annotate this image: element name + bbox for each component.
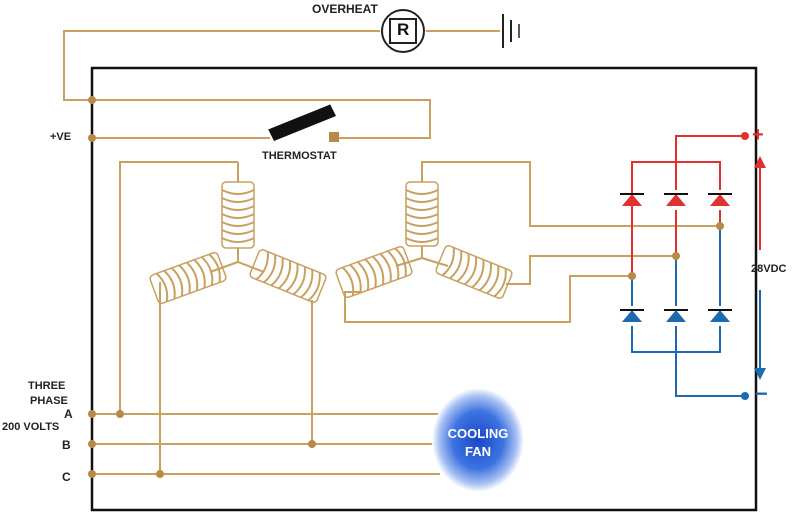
negative-bus	[631, 226, 745, 397]
negative-terminal-node	[741, 392, 749, 400]
diode-icon	[708, 193, 732, 206]
left-stator-winding	[119, 161, 313, 474]
node	[628, 272, 636, 280]
phase-a-label: A	[64, 407, 73, 421]
voltage-arrow-up	[754, 156, 766, 250]
housing-frame	[90, 66, 758, 512]
relay-circle-icon	[381, 9, 425, 53]
node	[88, 134, 96, 142]
overheat-circuit	[63, 30, 500, 139]
phase-b-label: B	[62, 438, 71, 452]
node	[156, 470, 164, 478]
diode-icon	[664, 309, 688, 322]
diode-icon	[664, 193, 688, 206]
diode-icon	[620, 309, 644, 322]
coil-winding-icon	[221, 181, 255, 249]
thermostat-icon	[267, 103, 339, 142]
cooling-fan-label-line2: FAN	[465, 444, 491, 459]
node	[308, 440, 316, 448]
minus-sign: −	[755, 381, 768, 406]
coil-winding-icon	[149, 251, 227, 305]
node	[88, 440, 96, 448]
node	[88, 470, 96, 478]
voltage-arrow-down	[754, 290, 766, 380]
cooling-fan-icon	[432, 388, 524, 492]
positive-terminal-node	[741, 132, 749, 140]
diode-icon	[708, 309, 732, 322]
three-phase-label-line2: PHASE	[30, 395, 68, 407]
thermostat-label: THERMOSTAT	[262, 150, 337, 162]
three-phase-label-line1: THREE	[28, 380, 66, 392]
coil-winding-icon	[435, 245, 513, 299]
node	[88, 96, 96, 104]
coil-winding-icon	[405, 181, 439, 247]
positive-terminal-label: +VE	[50, 131, 72, 143]
three-phase-lines	[92, 413, 440, 475]
three-phase-label-line3: 200 VOLTS	[2, 421, 60, 433]
right-stator-winding	[344, 161, 720, 323]
node	[88, 410, 96, 418]
node	[672, 252, 680, 260]
coil-winding-icon	[249, 249, 327, 303]
output-voltage-label: 28VDC	[751, 263, 787, 275]
node	[116, 410, 124, 418]
relay-label: R	[397, 20, 410, 39]
cooling-fan-label-line1: COOLING	[447, 426, 509, 441]
plus-sign: +	[752, 124, 764, 146]
phase-c-label: C	[62, 470, 71, 484]
battery-icon	[502, 14, 520, 48]
node	[716, 222, 724, 230]
overheat-label: OVERHEAT	[312, 2, 378, 16]
coil-winding-icon	[335, 245, 413, 299]
diode-icon	[620, 193, 644, 206]
positive-bus	[631, 135, 745, 276]
